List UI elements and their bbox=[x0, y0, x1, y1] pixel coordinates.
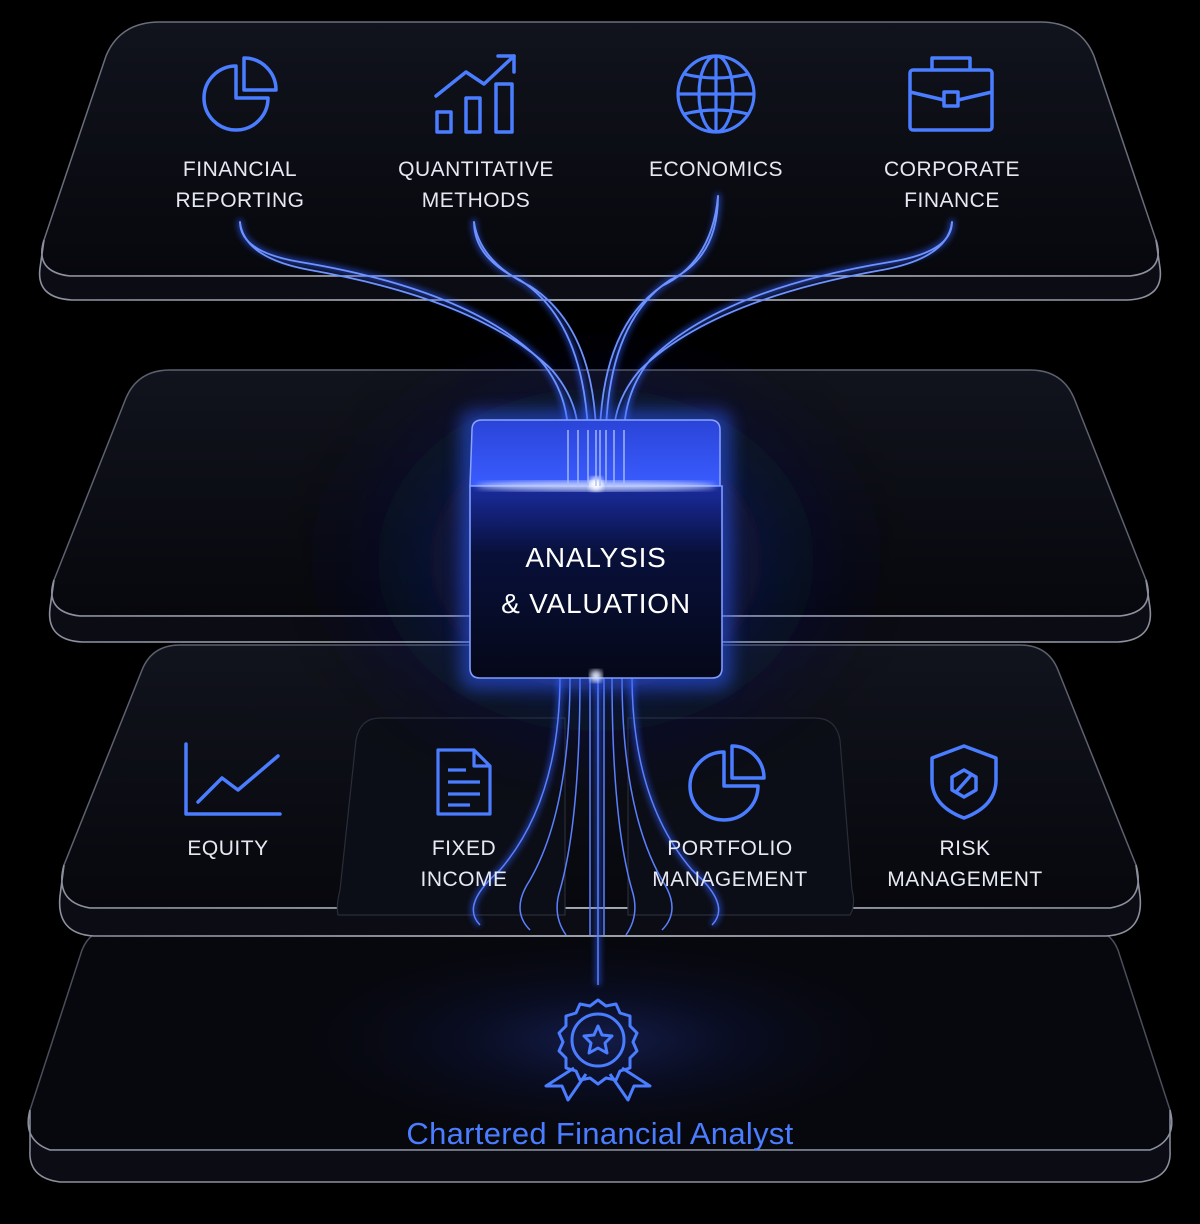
pie-chart-icon bbox=[202, 56, 278, 132]
core-label: ANALYSIS& VALUATION bbox=[501, 542, 691, 619]
top-connectors bbox=[237, 193, 955, 433]
document-icon bbox=[436, 748, 492, 816]
base-slab bbox=[27, 929, 1173, 1183]
label-economics: ECONOMICS bbox=[648, 158, 783, 181]
globe-icon bbox=[676, 54, 756, 134]
line-chart-icon bbox=[184, 742, 282, 816]
shield-icon bbox=[930, 744, 998, 820]
briefcase-icon bbox=[908, 56, 994, 132]
award-ribbon-icon bbox=[544, 998, 652, 1102]
pie-chart-icon bbox=[688, 744, 766, 822]
bar-chart-growth-icon bbox=[434, 54, 516, 134]
base-title: Chartered Financial Analyst bbox=[406, 1116, 794, 1151]
core-cube bbox=[460, 410, 732, 690]
top-slab bbox=[38, 21, 1162, 301]
label-equity: EQUITY bbox=[187, 837, 269, 860]
